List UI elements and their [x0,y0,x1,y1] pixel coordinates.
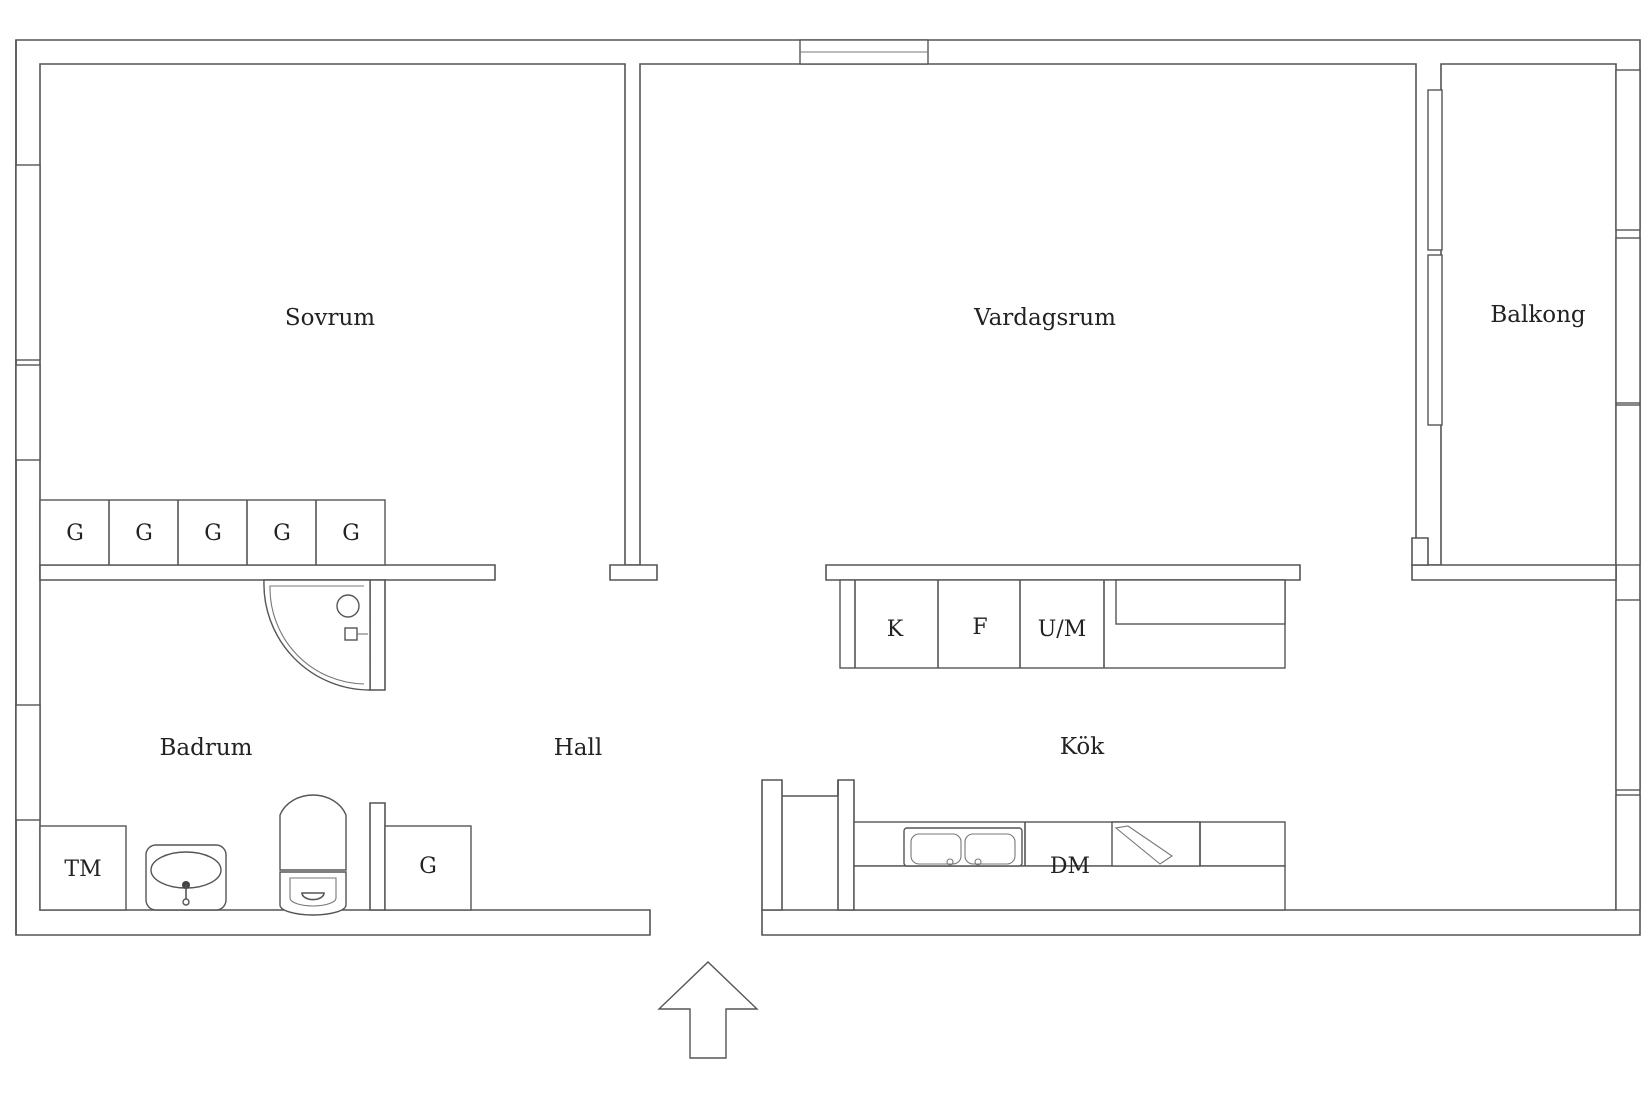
room-label-hall: Hall [554,735,602,761]
hall-wardrobe-label: G [419,854,437,879]
fridge-label: K [887,617,904,642]
dishwasher-label: DM [1050,854,1090,879]
room-label-sovrum: Sovrum [285,305,375,331]
wardrobe-label: G [342,521,360,546]
stove [1111,821,1201,867]
bedroom-wardrobes: G G G G G [39,499,386,566]
balcony-glazing-2 [1615,237,1641,404]
outer-walls [15,39,1641,936]
window-kok-1 [1615,599,1641,791]
wardrobe-label: G [204,521,222,546]
shower [263,579,371,691]
entrance-arrow-icon [657,961,759,1059]
room-label-vardagsrum: Vardagsrum [973,305,1116,331]
balcony-glazing-1 [1615,69,1641,231]
window-sovrum-1 [15,164,41,361]
balcony-glazing-3 [1615,404,1641,566]
room-label-kok: Kök [1060,734,1105,760]
freezer-label: F [972,615,987,640]
kitchen-lower-counter: DM [853,821,1286,911]
room-label-balkong: Balkong [1490,302,1586,328]
kitchen-sink-icon [903,827,1023,867]
wardrobe-label: G [273,521,291,546]
washing-machine [39,825,127,911]
window-kok-2 [1615,794,1641,911]
wardrobe-label: G [135,521,153,546]
interior-walls [39,537,1617,911]
hall-wardrobe: G [384,825,472,911]
bathroom-fixtures: TM [39,794,347,916]
room-label-badrum: Badrum [160,735,253,761]
window-sovrum-2 [15,364,41,461]
kitchen-upper-counter: K F U/M [839,579,1286,669]
balcony-door-1 [1427,89,1443,251]
wardrobe-label: G [66,521,84,546]
washing-machine-label: TM [64,857,101,882]
toilet-icon [279,794,347,916]
window-badrum [15,704,41,821]
balcony-door-2 [1427,254,1443,426]
oven-microwave-label: U/M [1038,617,1086,642]
kitchen-shelf [1115,579,1286,625]
sink-icon [145,844,227,911]
